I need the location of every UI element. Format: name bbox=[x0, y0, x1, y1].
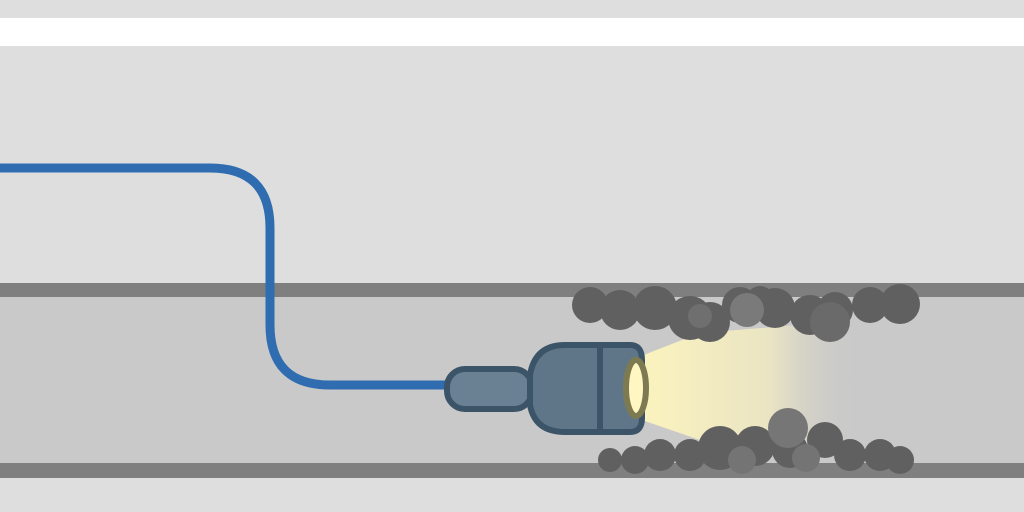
debris-bottom bbox=[598, 408, 914, 474]
camera-lens bbox=[623, 357, 649, 419]
top-band bbox=[0, 18, 1024, 46]
camera-body bbox=[527, 342, 645, 435]
pipe-wall-bottom bbox=[0, 463, 1024, 478]
inspection-camera bbox=[444, 342, 649, 435]
inspection-cable bbox=[0, 163, 460, 390]
debris-top bbox=[572, 284, 920, 342]
camera-tail bbox=[444, 366, 535, 412]
